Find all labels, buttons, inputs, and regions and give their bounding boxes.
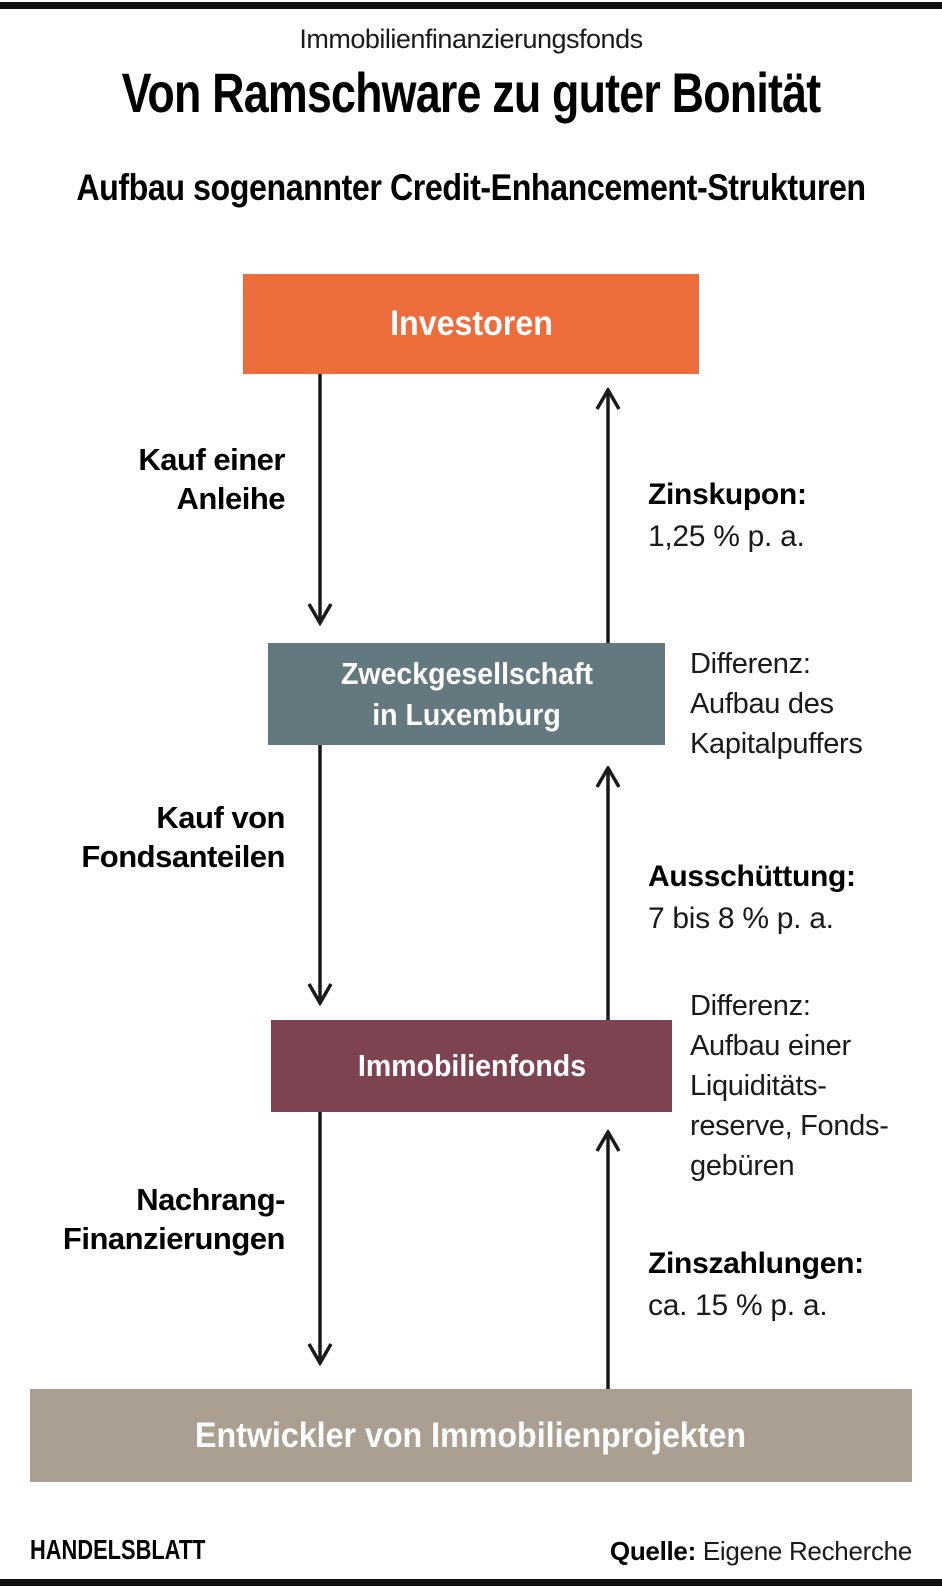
node-zweckgesellschaft: Zweckgesellschaft in Luxemburg (268, 643, 665, 745)
subtitle: Aufbau sogenannter Credit-Enhancement-St… (76, 167, 866, 208)
label-line: Finanzierungen (62, 1221, 286, 1256)
note-line: gebüren (690, 1150, 795, 1182)
node-zweckgesellschaft-label-line1: Zweckgesellschaft (340, 656, 593, 691)
note-differenz-kapitalpuffer: Differenz: Aufbau des Kapitalpuffers (690, 644, 935, 764)
node-immobilienfonds: Immobilienfonds (271, 1020, 672, 1112)
arrow-up-zweckgesellschaft-to-investoren (595, 388, 621, 643)
label-zinszahlungen-value: ca. 15 % p. a. (648, 1289, 828, 1322)
brand-logo: HANDELSBLATT (30, 1534, 206, 1565)
arrow-up-entwickler-to-immobilienfonds (595, 1130, 621, 1389)
bottom-rule (0, 1579, 942, 1586)
note-line: Liquiditäts- (690, 1070, 827, 1102)
label-kauf-einer-anleihe: Kauf einer Anleihe (0, 440, 285, 518)
node-investoren: Investoren (243, 274, 699, 374)
label-line: Kauf von (156, 800, 285, 835)
arrow-down-investoren-to-zweckgesellschaft (307, 374, 333, 626)
node-entwickler-label: Entwickler von Immobilienprojekten (195, 1415, 747, 1455)
label-zinszahlungen: Zinszahlungen: ca. 15 % p. a. (648, 1243, 928, 1327)
label-ausschuettung-value: 7 bis 8 % p. a. (648, 902, 834, 935)
node-immobilienfonds-label: Immobilienfonds (357, 1048, 586, 1083)
label-line: Nachrang- (136, 1182, 285, 1217)
label-line: Kauf einer (138, 442, 285, 477)
note-line: Aufbau des (690, 688, 834, 720)
arrow-up-immobilienfonds-to-zweckgesellschaft (595, 766, 621, 1020)
source-line: Quelle: Eigene Recherche (442, 1536, 912, 1567)
arrow-down-zweckgesellschaft-to-immobilienfonds (307, 745, 333, 1006)
note-line: Kapitalpuffers (690, 728, 863, 760)
kicker: Immobilienfinanzierungsfonds (299, 24, 643, 54)
label-ausschuettung-title: Ausschüttung: (648, 860, 856, 893)
node-investoren-label: Investoren (389, 304, 553, 343)
source-label: Quelle: (609, 1536, 696, 1566)
label-zinskupon-value: 1,25 % p. a. (648, 520, 805, 553)
note-line: Differenz: (690, 990, 811, 1022)
note-line: reserve, Fonds- (690, 1110, 889, 1142)
label-kauf-von-fondsanteilen: Kauf von Fondsanteilen (0, 798, 285, 876)
label-zinskupon: Zinskupon: 1,25 % p. a. (648, 474, 928, 558)
note-line: Aufbau einer (690, 1030, 851, 1062)
label-line: Fondsanteilen (81, 839, 285, 874)
node-zweckgesellschaft-label-line2: in Luxemburg (372, 697, 561, 732)
node-entwickler: Entwickler von Immobilienprojekten (30, 1389, 912, 1482)
label-line: Anleihe (176, 481, 286, 516)
label-zinskupon-title: Zinskupon: (648, 478, 807, 511)
note-differenz-liquiditaetsreserve: Differenz: Aufbau einer Liquiditäts- res… (690, 986, 935, 1186)
label-zinszahlungen-title: Zinszahlungen: (648, 1247, 864, 1280)
note-line: Differenz: (690, 648, 811, 680)
source-value: Eigene Recherche (695, 1536, 912, 1566)
arrow-down-immobilienfonds-to-entwickler (307, 1112, 333, 1366)
label-ausschuettung: Ausschüttung: 7 bis 8 % p. a. (648, 856, 928, 940)
page-title: Von Ramschware zu guter Bonität (121, 61, 822, 124)
label-nachrang-finanzierungen: Nachrang- Finanzierungen (0, 1180, 286, 1258)
top-rule (0, 2, 942, 9)
